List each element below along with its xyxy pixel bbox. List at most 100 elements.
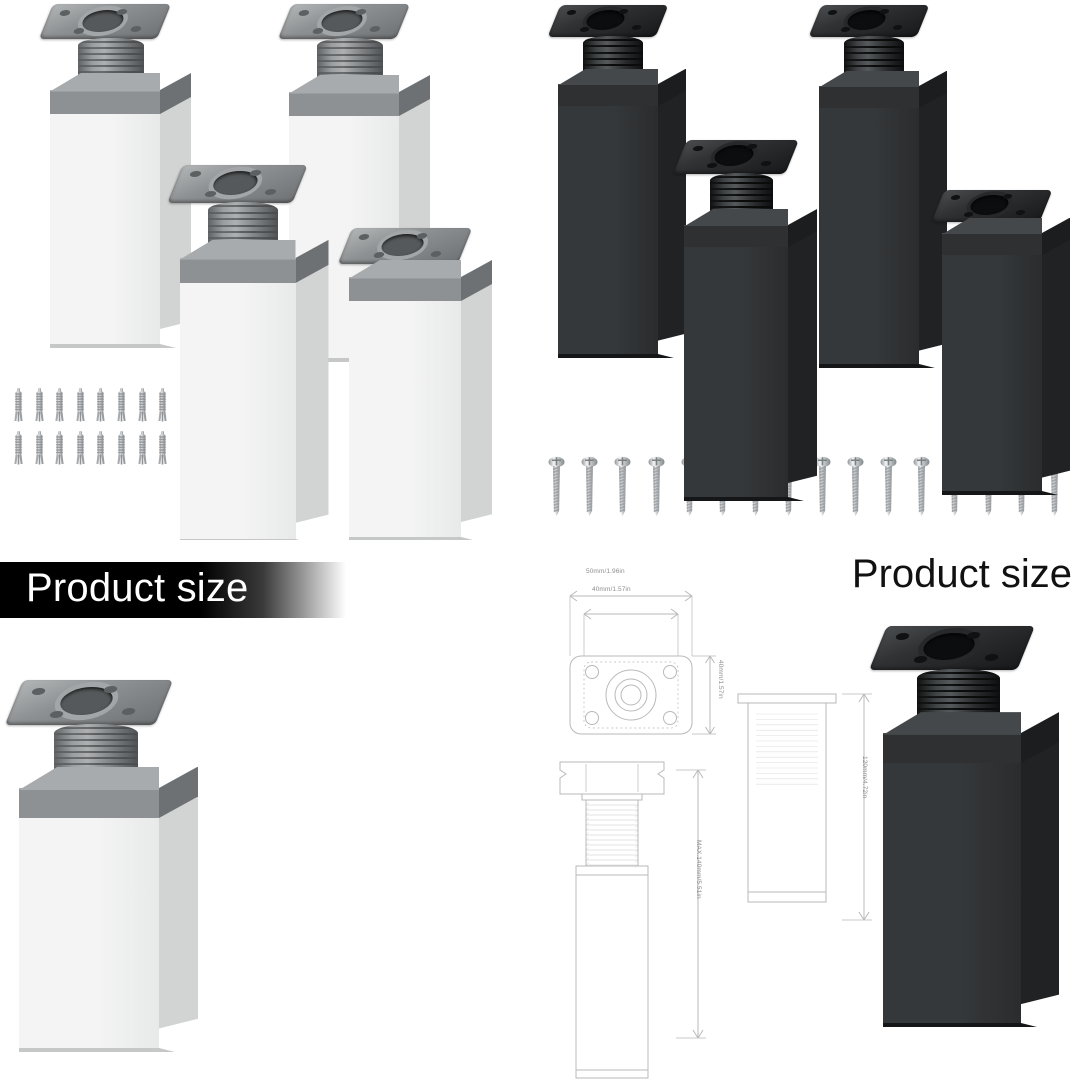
- wall-anchor: [117, 431, 126, 470]
- wall-anchor: [117, 388, 126, 427]
- leg-post-front: [883, 763, 1021, 1025]
- leg-post-side: [159, 797, 198, 1029]
- screw: [847, 455, 864, 522]
- post-cap: [819, 86, 919, 108]
- panel-black-legs-photo: [540, 0, 1080, 540]
- post-cap-top: [19, 766, 159, 790]
- screw: [581, 455, 598, 522]
- wall-anchor: [158, 431, 167, 470]
- wall-anchor: [76, 388, 85, 427]
- screw-icon: [913, 456, 930, 516]
- mounting-plate: [547, 5, 669, 37]
- leg-post-foot: [179, 539, 329, 540]
- post-cap-top: [349, 259, 461, 279]
- screw-icon: [581, 456, 598, 516]
- panel-white-product-size: Product size: [0, 540, 540, 1080]
- wall-anchor-icon: [14, 388, 23, 422]
- leg-post-foot: [942, 491, 1070, 495]
- wall-anchor: [55, 388, 64, 427]
- mounting-plate: [931, 190, 1053, 222]
- leg-post-foot: [883, 1023, 1059, 1027]
- leg-post-foot: [50, 344, 191, 348]
- post-cap: [19, 788, 159, 818]
- post-cap-top: [684, 209, 788, 227]
- panel-black-product-size: Product size: [540, 540, 1080, 1080]
- post-cap-top: [289, 74, 399, 94]
- screw-icon: [548, 456, 565, 516]
- dim-plate-height-right: 40mm/1.57in: [717, 660, 724, 699]
- wall-anchor-icon: [34, 388, 44, 422]
- dim-black-max-height: MAX.140mm/5.51in: [695, 840, 702, 899]
- extended-leg-diagram-black: [552, 756, 672, 1080]
- wall-anchor: [76, 431, 85, 470]
- leg-post-side: [788, 231, 817, 483]
- post-cap-top: [819, 70, 919, 88]
- wall-anchor: [55, 431, 64, 470]
- wall-anchor-icon: [96, 388, 105, 422]
- leg-post-front: [558, 106, 658, 356]
- wall-anchor: [137, 388, 147, 427]
- wall-anchor-icon: [14, 431, 23, 465]
- post-cap: [179, 258, 296, 283]
- leg-post-front: [19, 818, 159, 1050]
- wall-anchor-icon: [137, 388, 147, 422]
- leg-post-foot: [19, 1048, 198, 1052]
- wall-anchor-icon: [76, 431, 85, 465]
- screw: [648, 455, 665, 522]
- screw-icon: [614, 456, 631, 516]
- post-cap-top: [883, 712, 1021, 735]
- mounting-plate: [337, 228, 473, 264]
- leg-post-front: [349, 301, 461, 539]
- panel-white-legs-photo: [0, 0, 540, 540]
- screw: [880, 455, 897, 522]
- product-size-banner-white-panel: Product size: [0, 562, 346, 618]
- post-cap-top: [179, 239, 296, 260]
- mounting-plate: [869, 626, 1035, 670]
- mounting-plate: [38, 4, 172, 39]
- wall-anchor-icon: [34, 431, 44, 465]
- wall-anchor-icon: [137, 431, 147, 465]
- post-cap: [942, 233, 1042, 255]
- post-cap: [289, 92, 399, 116]
- dim-line-black-max: [676, 768, 710, 1040]
- leg-post-foot: [349, 537, 492, 540]
- dim-black-base-height: 120mm/4.72in: [861, 756, 868, 799]
- mounting-plate: [808, 5, 930, 37]
- mounting-plate: [277, 4, 411, 39]
- wall-anchor: [96, 388, 105, 427]
- wall-anchor: [14, 431, 23, 470]
- post-cap: [684, 225, 788, 247]
- leg-post-front: [819, 108, 919, 366]
- wall-anchor: [96, 431, 105, 470]
- post-cap-top: [942, 217, 1042, 235]
- leg-post-front: [50, 114, 160, 346]
- screw-icon: [847, 456, 864, 516]
- wall-anchor-icon: [55, 388, 64, 422]
- wall-anchor-icon: [96, 431, 105, 465]
- screw: [548, 455, 565, 522]
- post-cap: [50, 90, 160, 114]
- leg-post-side: [1021, 742, 1059, 1004]
- wall-anchor: [14, 388, 23, 427]
- wall-anchor-icon: [76, 388, 85, 422]
- product-size-heading-right: Product size: [851, 552, 1072, 596]
- post-cap: [558, 84, 658, 106]
- product-size-heading-left: Product size: [26, 566, 249, 610]
- wall-anchor-icon: [158, 388, 167, 422]
- leg-post-side: [461, 284, 492, 522]
- leg-post-front: [179, 283, 296, 540]
- dim-plate-outer-right: 50mm/1.96in: [586, 568, 625, 575]
- wall-anchor: [158, 388, 167, 427]
- wall-anchor-icon: [55, 431, 64, 465]
- screw: [913, 455, 930, 522]
- leg-post-foot: [558, 354, 686, 358]
- dim-line-black-base: [842, 692, 876, 922]
- wall-anchor-icon: [158, 431, 167, 465]
- dim-plate-inner-right: 40mm/1.57in: [592, 586, 631, 593]
- screw: [814, 455, 831, 522]
- wall-anchor: [34, 388, 44, 427]
- leg-post-side: [1042, 240, 1070, 478]
- top-plate-dimension-diagram-black: [556, 564, 716, 739]
- post-cap: [883, 733, 1021, 763]
- wall-anchor-icon: [117, 431, 126, 465]
